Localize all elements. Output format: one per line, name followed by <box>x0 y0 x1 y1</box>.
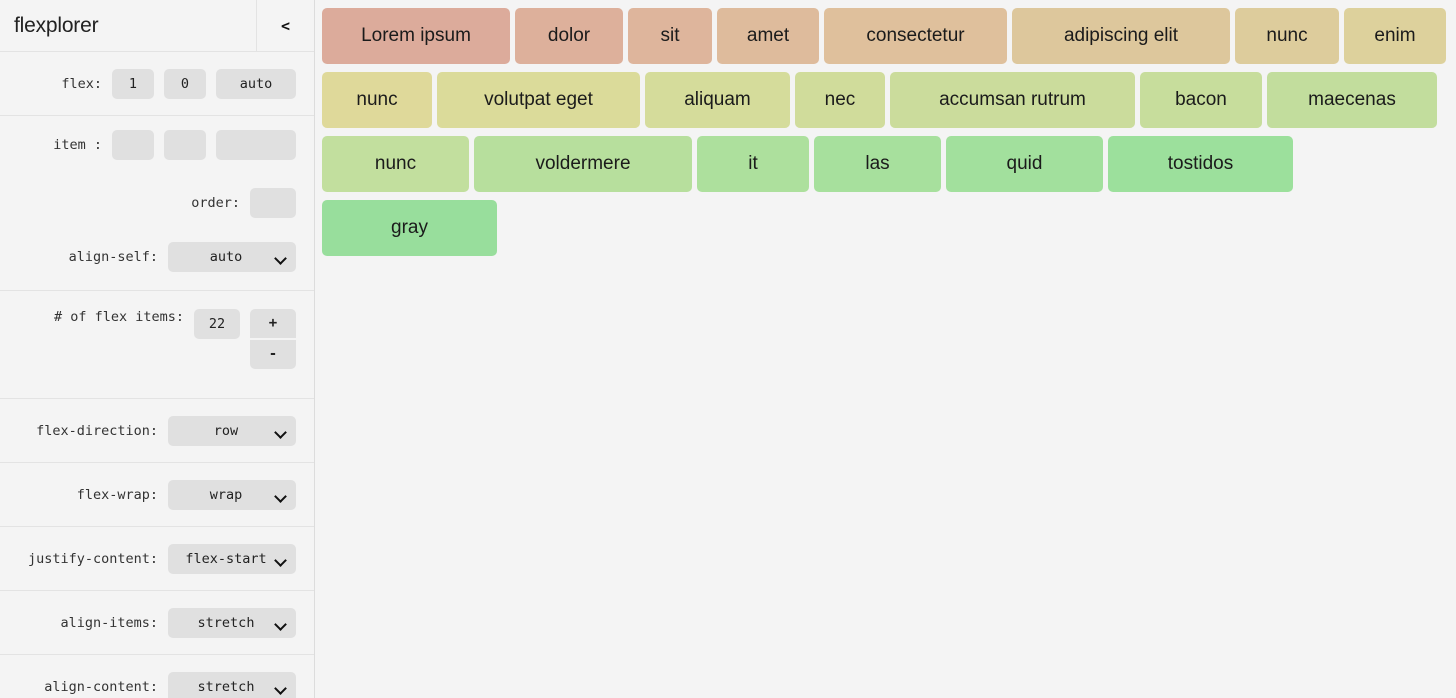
flex-shorthand-row: flex: <box>0 52 314 116</box>
item-row: item : <box>10 116 296 174</box>
chevron-down-icon: nowrapwrapwrap-reverse <box>168 479 296 510</box>
flex-item[interactable]: adipiscing elit <box>1012 8 1230 64</box>
chevron-down-icon: autoflex-startflex-endcenterbaselinestre… <box>168 242 296 272</box>
flex-item[interactable]: nunc <box>1235 8 1339 64</box>
flex-item[interactable]: bacon <box>1140 72 1262 128</box>
align-content-select[interactable]: flex-startflex-endcenterspace-betweenspa… <box>168 671 296 698</box>
flex-direction-row: flex-direction: rowrow-reversecolumncolu… <box>0 399 314 463</box>
align-self-select[interactable]: autoflex-startflex-endcenterbaselinestre… <box>168 242 296 272</box>
align-items-label: align-items: <box>60 614 158 631</box>
order-row: order: <box>10 174 296 232</box>
flex-item[interactable]: dolor <box>515 8 623 64</box>
sidebar-header: flexplorer < <box>0 0 314 52</box>
flex-wrap-row: flex-wrap: nowrapwrapwrap-reverse <box>0 463 314 527</box>
flex-item[interactable]: nec <box>795 72 885 128</box>
chevron-left-icon: < <box>280 16 291 35</box>
flex-item-count-row: # of flex items: + - <box>0 291 314 399</box>
flex-item[interactable]: it <box>697 136 809 192</box>
order-input[interactable] <box>250 188 296 218</box>
order-label: order: <box>191 195 240 211</box>
align-self-row: align-self: autoflex-startflex-endcenter… <box>10 232 296 290</box>
chevron-down-icon: flex-startflex-endcenterspace-betweenspa… <box>168 543 296 574</box>
align-items-select[interactable]: flex-startflex-endcenterbaselinestretch <box>168 607 296 638</box>
justify-content-select[interactable]: flex-startflex-endcenterspace-betweenspa… <box>168 543 296 574</box>
item-label: item : <box>53 137 102 153</box>
align-items-row: align-items: flex-startflex-endcenterbas… <box>0 591 314 655</box>
align-self-label: align-self: <box>68 249 158 265</box>
sidebar: flexplorer < flex: item : order: <box>0 0 315 698</box>
flex-item-count-input[interactable] <box>194 309 240 339</box>
flex-item-count-stepper: + - <box>250 309 296 369</box>
flex-item-count-label: # of flex items: <box>53 309 184 325</box>
flex-grow-input[interactable] <box>112 68 154 99</box>
flex-item[interactable]: Lorem ipsum <box>322 8 510 64</box>
flex-item[interactable]: consectetur <box>824 8 1007 64</box>
flex-item[interactable]: tostidos <box>1108 136 1293 192</box>
flex-basis-input[interactable] <box>216 68 296 99</box>
flex-item[interactable]: nunc <box>322 72 432 128</box>
flex-item[interactable]: accumsan rutrum <box>890 72 1135 128</box>
flex-item[interactable]: nunc <box>322 136 469 192</box>
flex-shrink-input[interactable] <box>164 68 206 99</box>
flex-direction-select[interactable]: rowrow-reversecolumncolumn-reverse <box>168 415 296 446</box>
flex-item[interactable]: enim <box>1344 8 1446 64</box>
chevron-down-icon: flex-startflex-endcenterbaselinestretch <box>168 607 296 638</box>
flex-item[interactable]: aliquam <box>645 72 790 128</box>
flex-item[interactable]: volutpat eget <box>437 72 640 128</box>
flex-item[interactable]: amet <box>717 8 819 64</box>
justify-content-row: justify-content: flex-startflex-endcente… <box>0 527 314 591</box>
item-properties-group: item : order: align-self: autoflex-start… <box>0 116 314 291</box>
flex-wrap-select[interactable]: nowrapwrapwrap-reverse <box>168 479 296 510</box>
increment-button[interactable]: + <box>250 309 296 338</box>
app-title: flexplorer <box>14 13 99 37</box>
align-content-row: align-content: flex-startflex-endcenters… <box>0 655 314 698</box>
item-grow-input[interactable] <box>112 130 154 160</box>
flex-wrap-label: flex-wrap: <box>76 486 158 503</box>
flex-label: flex: <box>61 75 102 92</box>
decrement-button[interactable]: - <box>250 340 296 369</box>
flex-item[interactable]: sit <box>628 8 712 64</box>
item-basis-input[interactable] <box>216 130 296 160</box>
flex-item[interactable]: quid <box>946 136 1103 192</box>
sidebar-collapse-button[interactable]: < <box>256 0 314 51</box>
flex-item[interactable]: las <box>814 136 941 192</box>
align-content-label: align-content: <box>44 678 158 695</box>
flex-item[interactable]: voldermere <box>474 136 692 192</box>
justify-content-label: justify-content: <box>27 550 158 567</box>
chevron-down-icon: rowrow-reversecolumncolumn-reverse <box>168 415 296 446</box>
flex-item[interactable]: maecenas <box>1267 72 1437 128</box>
flex-direction-label: flex-direction: <box>36 422 158 439</box>
chevron-down-icon: flex-startflex-endcenterspace-betweenspa… <box>168 671 296 698</box>
item-shrink-input[interactable] <box>164 130 206 160</box>
flex-item[interactable]: gray <box>322 200 497 256</box>
